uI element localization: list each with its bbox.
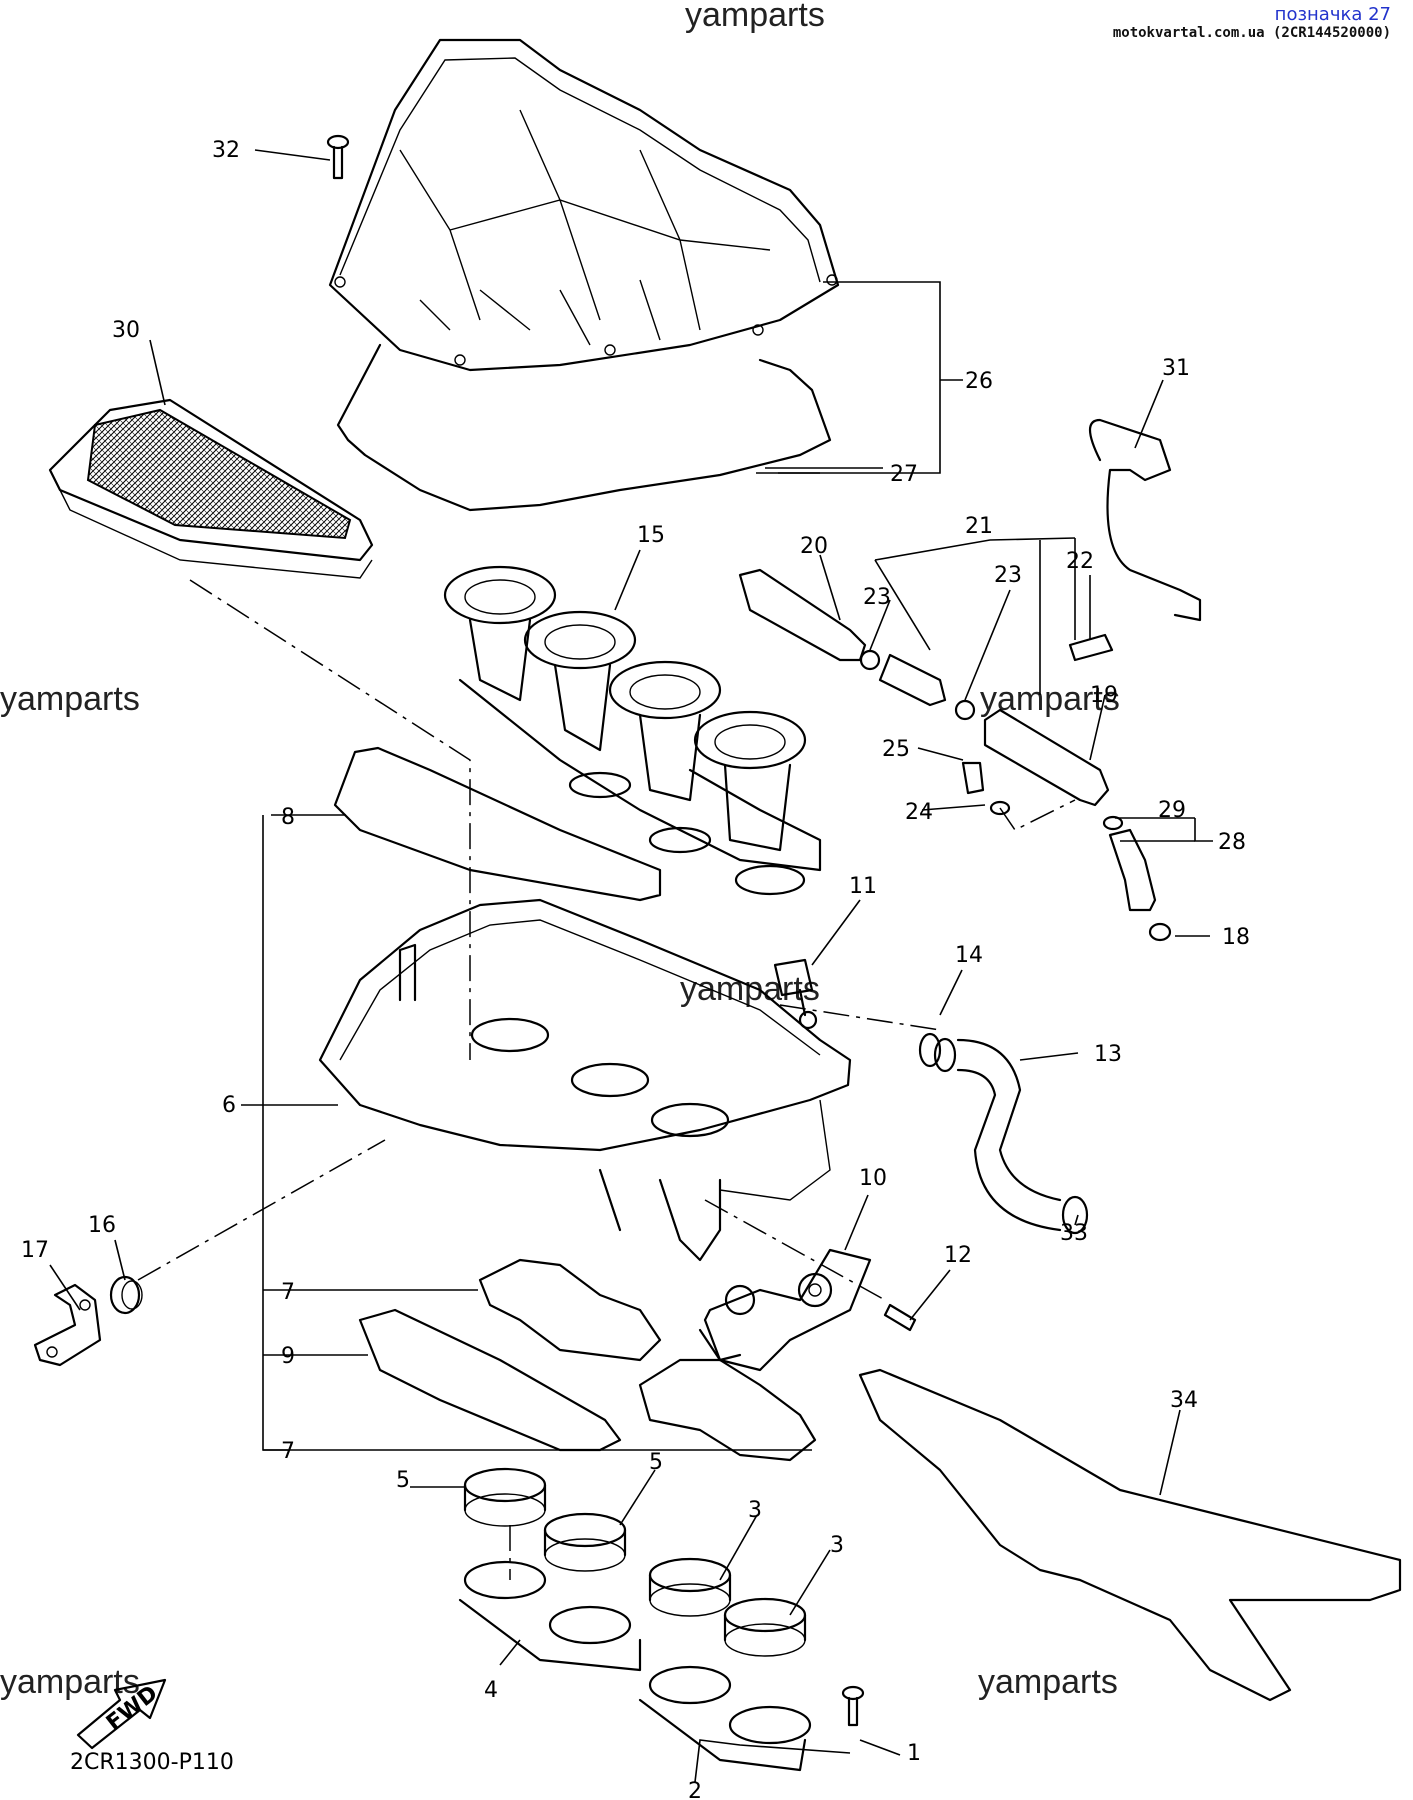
watermark: yamparts (0, 680, 140, 718)
o-ring-23a (859, 649, 881, 671)
callout-label: 11 (849, 874, 877, 899)
callout-label: 1 (907, 1741, 921, 1766)
gasket-7b (638, 1358, 817, 1462)
throttle-body-assembly (443, 565, 822, 896)
callout-label: 22 (1066, 549, 1094, 574)
callout-label: 33 (1060, 1221, 1088, 1246)
callout-label: 18 (1222, 925, 1250, 950)
callout-label: 31 (1162, 356, 1190, 381)
callout-label: 15 (637, 523, 665, 548)
idle-control-unit (698, 1248, 872, 1372)
watermark: yamparts (978, 1663, 1118, 1701)
callout-label: 6 (222, 1093, 236, 1118)
fuel-pipe-22 (1068, 633, 1114, 662)
callout-labels: 1 2 3 3 4 5 5 6 7 7 8 9 10 11 12 13 14 1… (21, 138, 1250, 1800)
bracket-17 (33, 1283, 102, 1367)
assembly-line (189, 579, 471, 1060)
throttle-body-gasket (333, 746, 662, 902)
clamp-5a (463, 1467, 547, 1527)
callout-label: 25 (882, 737, 910, 762)
joint-2 (638, 1665, 812, 1772)
callout-label: 7 (281, 1439, 295, 1464)
callout-label: 16 (88, 1213, 116, 1238)
callout-label: 17 (21, 1238, 49, 1263)
bolt-25 (961, 761, 985, 795)
assembly-line (779, 1004, 941, 1031)
screw-1 (841, 1685, 865, 1727)
callout-label: 21 (965, 514, 993, 539)
fuel-rail-20 (738, 568, 867, 662)
heat-shield-34 (858, 1368, 1402, 1702)
callout-label: 3 (748, 1498, 762, 1523)
o-ring-29 (1102, 815, 1124, 831)
callout-label: 23 (994, 563, 1022, 588)
callout-label: 9 (281, 1344, 295, 1369)
assembly-line (137, 1139, 386, 1281)
fuel-rail-19 (983, 708, 1110, 807)
callout-label: 32 (212, 138, 240, 163)
page-header: позначка 27 motokvartal.com.ua (2CR14452… (1113, 4, 1391, 41)
header-title: позначка 27 (1274, 4, 1391, 25)
gasket-7a (478, 1258, 662, 1362)
o-ring-23b (954, 699, 976, 721)
leader-lines (49, 149, 1213, 1783)
callout-label: 3 (830, 1533, 844, 1558)
watermark: yamparts (680, 970, 820, 1008)
callout-label: 34 (1170, 1388, 1198, 1413)
assembly-line (704, 1199, 886, 1301)
joint-4 (458, 1560, 642, 1672)
screw-12 (883, 1303, 917, 1332)
fuel-pipe-21 (878, 653, 947, 707)
hose-31 (1088, 418, 1202, 622)
callout-label: 8 (281, 805, 295, 830)
seal-18 (1148, 922, 1172, 942)
callout-label: 27 (890, 462, 918, 487)
seal-9 (358, 1308, 622, 1452)
callout-label: 29 (1158, 798, 1186, 823)
callout-label: 26 (965, 369, 993, 394)
callout-label: 7 (281, 1280, 295, 1305)
band-3b (723, 1597, 807, 1657)
airbox-lower (318, 898, 852, 1262)
callout-label: 14 (955, 943, 983, 968)
callout-label: 23 (863, 585, 891, 610)
header-source: motokvartal.com.ua (2CR144520000) (1112, 25, 1391, 41)
sensor-11 (773, 958, 818, 1030)
callout-label: 5 (649, 1450, 663, 1475)
callout-label: 30 (112, 318, 140, 343)
hose-13 (918, 1032, 1089, 1235)
injector-28 (1108, 828, 1157, 912)
airbox-cover-gasket (336, 343, 832, 512)
washer-24 (989, 800, 1011, 816)
callout-label: 19 (1090, 683, 1118, 708)
band-3a (648, 1557, 732, 1617)
watermark: yamparts (685, 0, 825, 34)
screw-32 (326, 134, 350, 180)
grommet-16 (109, 1275, 143, 1315)
callout-label: 2 (688, 1779, 702, 1800)
airbox-cover (328, 38, 840, 372)
callout-label: 4 (484, 1678, 498, 1703)
callout-label: 24 (905, 800, 933, 825)
callout-label: 10 (859, 1166, 887, 1191)
callout-label: 28 (1218, 830, 1246, 855)
air-filter (48, 398, 374, 579)
diagram-code: 2CR1300-P110 (70, 1750, 234, 1775)
callout-label: 5 (396, 1468, 410, 1493)
clamp-5b (543, 1512, 627, 1572)
assembly-line (999, 799, 1076, 831)
callout-label: 13 (1094, 1042, 1122, 1067)
callout-label: 12 (944, 1243, 972, 1268)
callout-label: 20 (800, 534, 828, 559)
